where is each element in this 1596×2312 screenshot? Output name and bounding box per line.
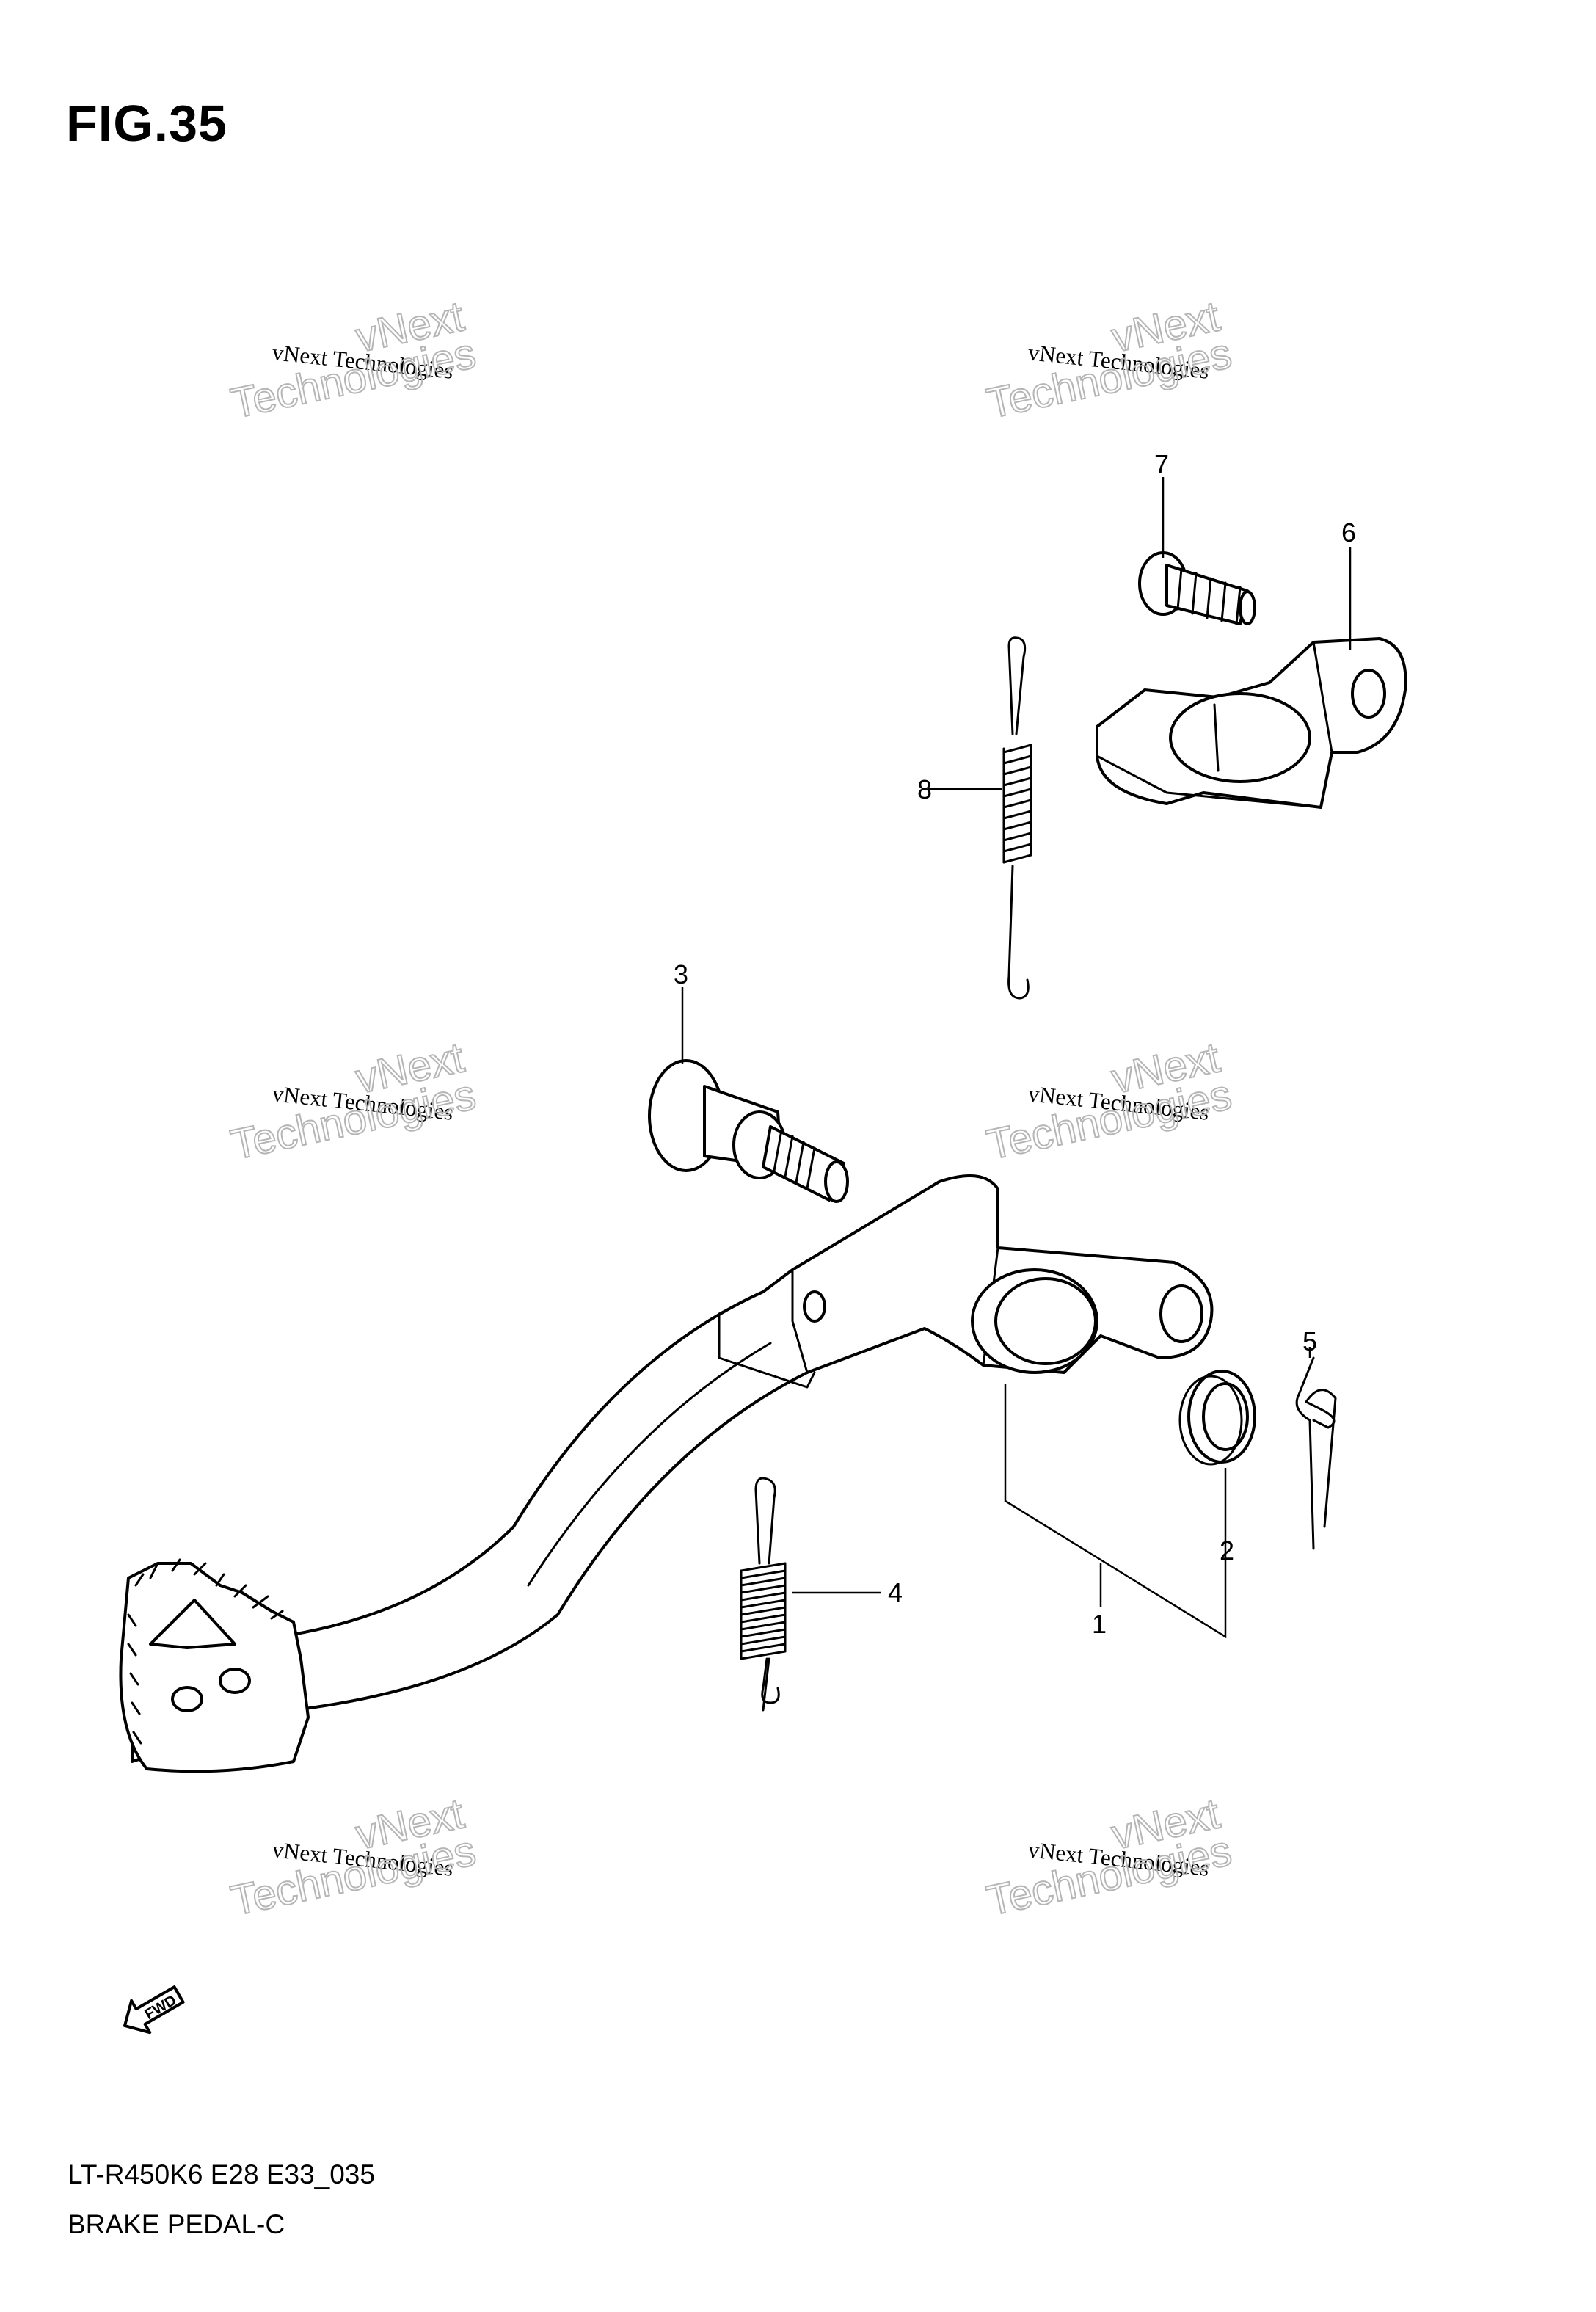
figure-title: FIG.35	[66, 95, 227, 152]
callout-8: 8	[917, 774, 932, 804]
svg-text:Technologies: Technologies	[227, 330, 480, 428]
watermark: vNext vNext Technologies Technologies	[226, 1789, 481, 1925]
watermark: vNext vNext Technologies Technologies	[982, 291, 1236, 428]
callout-6: 6	[1341, 517, 1356, 548]
watermark: vNext vNext Technologies Technologies	[226, 1033, 481, 1169]
footer-figure-name: BRAKE PEDAL-C	[68, 2209, 285, 2239]
svg-text:Technologies: Technologies	[227, 1827, 480, 1925]
svg-text:Technologies: Technologies	[983, 330, 1236, 428]
part-3-pivot-bolt	[648, 1059, 849, 1203]
part-4-spring	[740, 1477, 787, 1712]
footer-model-code: LT-R450K6 E28 E33_035	[68, 2159, 375, 2189]
part-5-clip	[1295, 1356, 1337, 1550]
callouts: 1 2 3 4 5 6 7 8	[674, 449, 1356, 1639]
svg-text:Technologies: Technologies	[983, 1827, 1236, 1925]
part-2-seal	[1178, 1370, 1256, 1466]
callout-1: 1	[1092, 1609, 1107, 1639]
svg-text:Technologies: Technologies	[227, 1071, 480, 1169]
fwd-arrow-icon: FWD	[123, 1985, 185, 2035]
callout-4: 4	[888, 1577, 903, 1607]
watermark: vNext vNext Technologies Technologies	[982, 1033, 1236, 1169]
part-1-brake-pedal	[119, 1174, 1214, 1773]
watermark: vNext vNext Technologies Technologies	[226, 291, 481, 428]
leader-lines	[681, 477, 1352, 1639]
part-7-bolt	[1138, 551, 1256, 625]
watermark: vNext vNext Technologies Technologies	[982, 1789, 1236, 1925]
callout-7: 7	[1154, 449, 1169, 479]
callout-2: 2	[1220, 1535, 1234, 1566]
part-8-spring	[1002, 636, 1032, 1000]
callout-5: 5	[1302, 1326, 1317, 1356]
callout-3: 3	[674, 959, 688, 989]
svg-text:Technologies: Technologies	[983, 1071, 1236, 1169]
part-6-bracket	[1096, 637, 1407, 809]
